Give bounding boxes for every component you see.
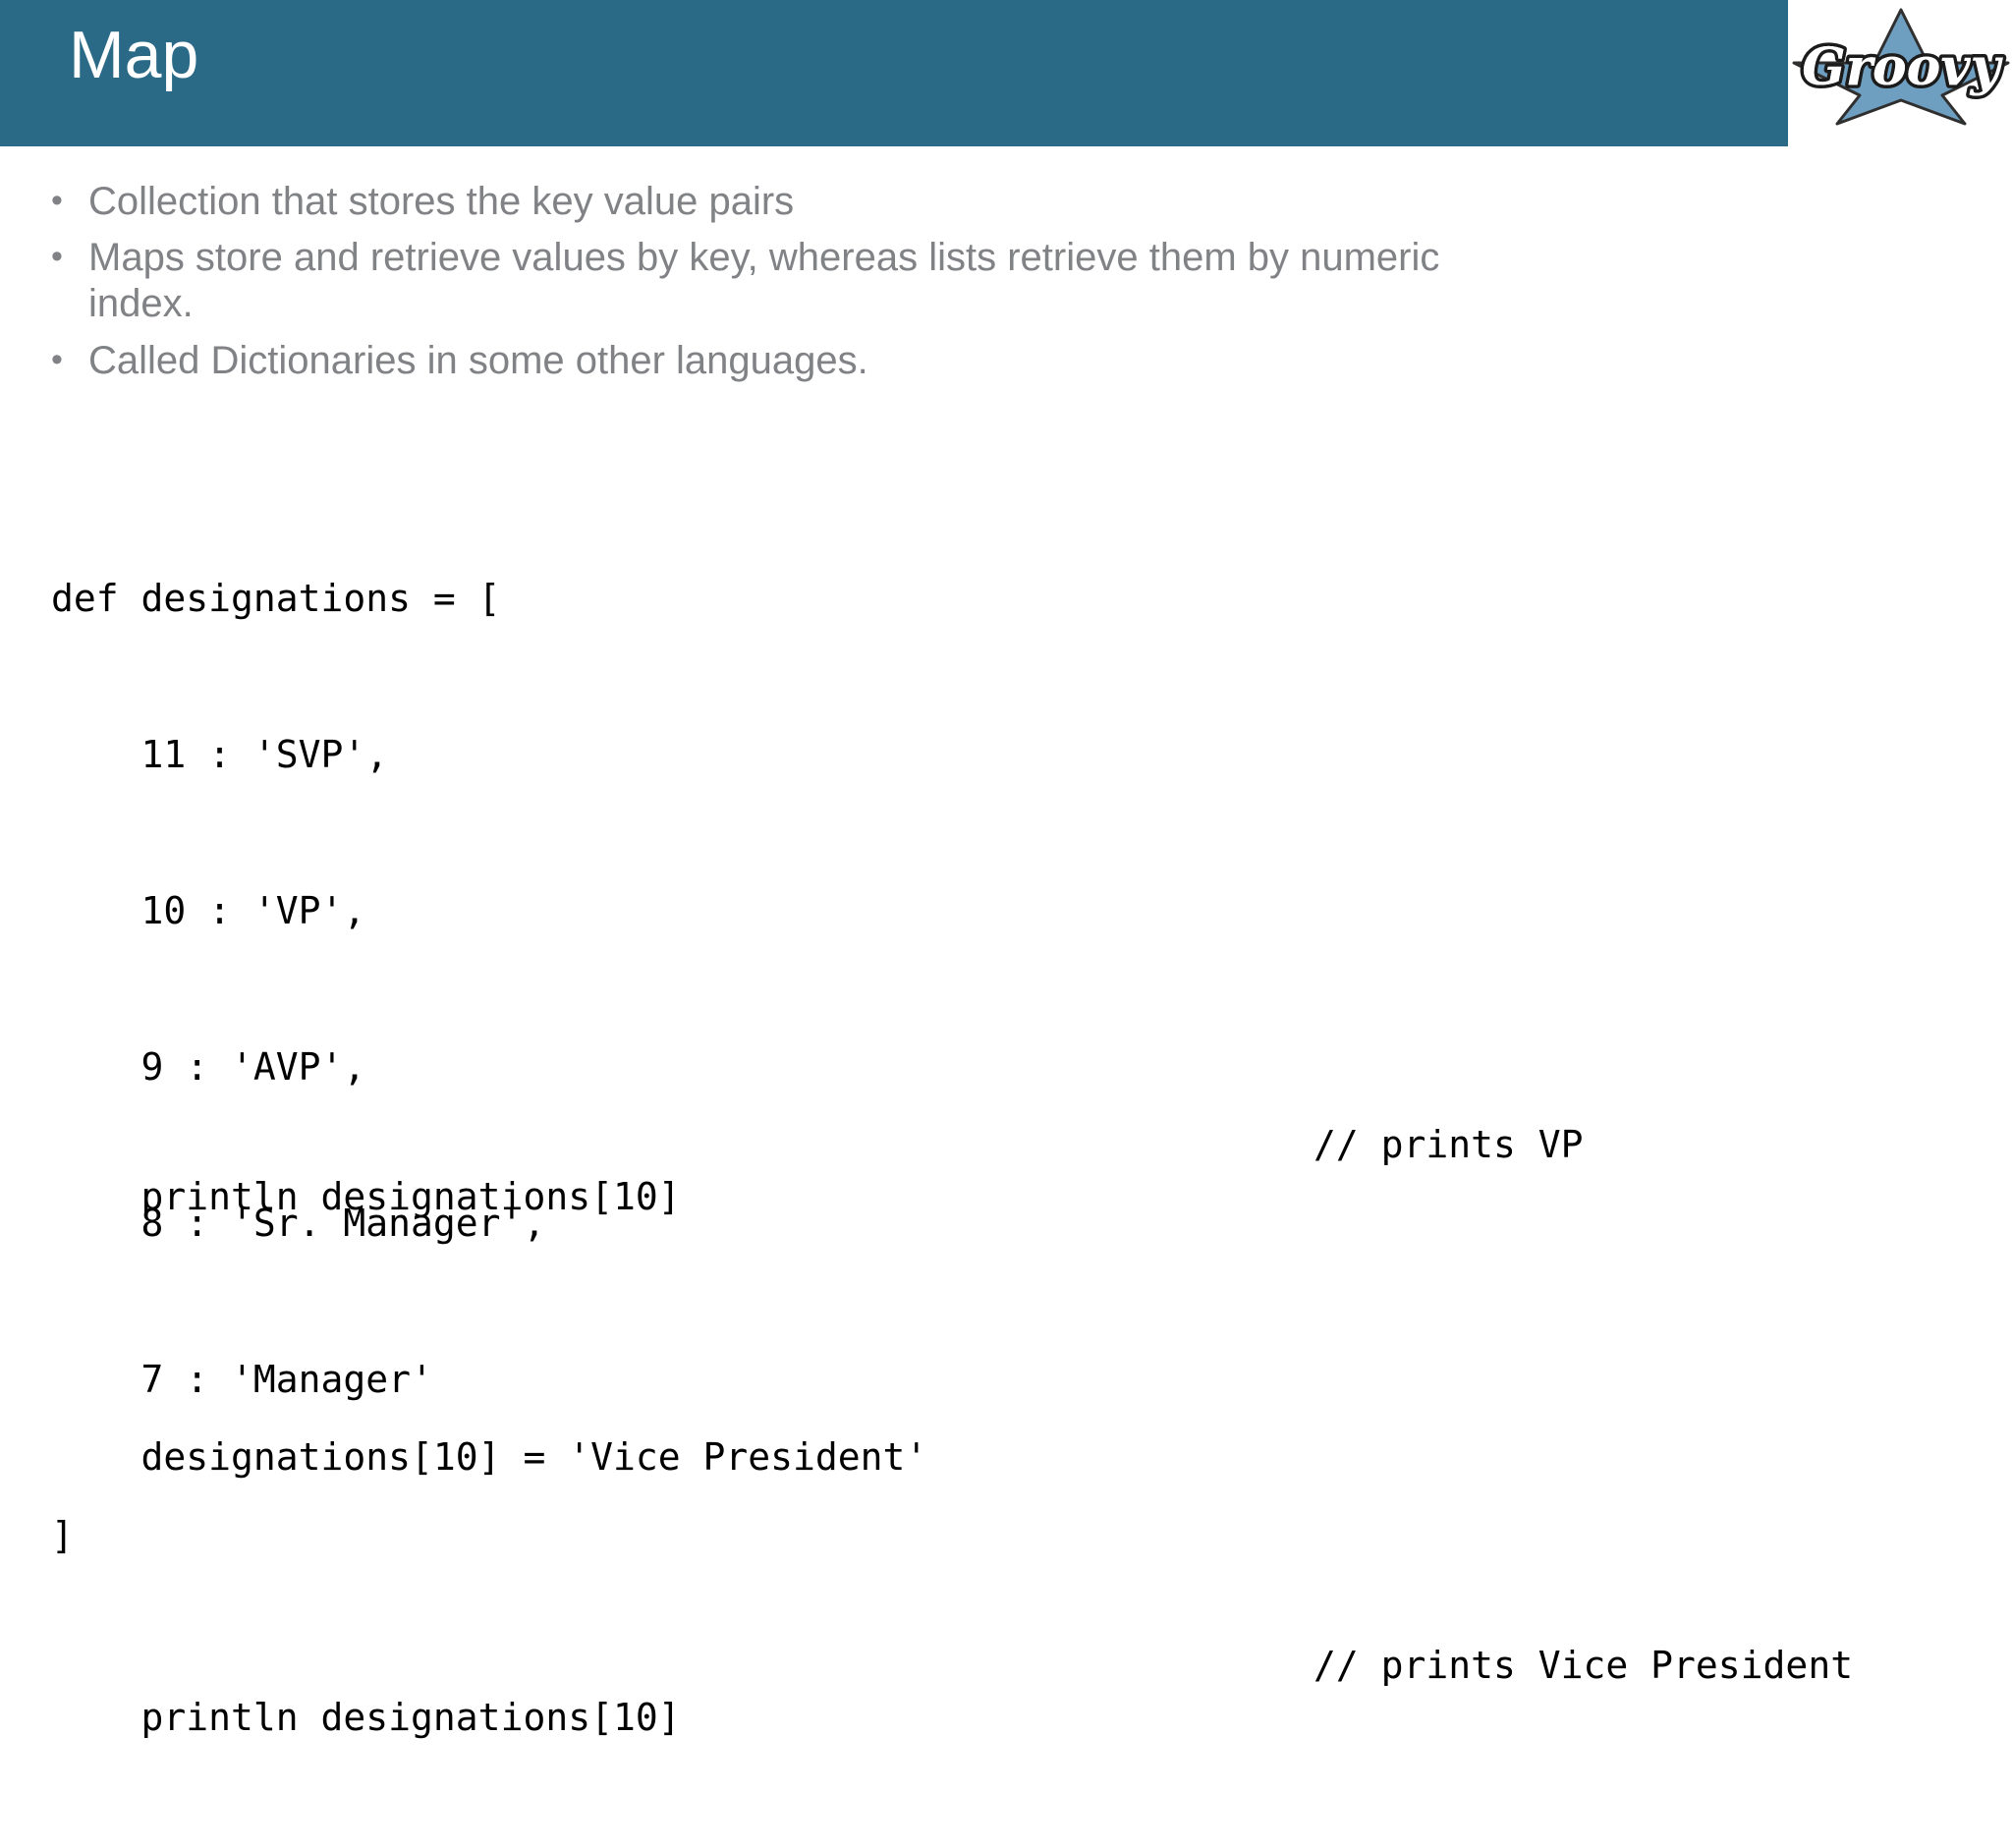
svg-text:Groovy: Groovy: [1802, 37, 2003, 97]
bullet-text: Collection that stores the key value pai…: [88, 180, 795, 223]
groovy-logo: Groovy Groovy: [1790, 2, 2012, 128]
code-statement: println designations[10]: [140, 1696, 681, 1739]
bullet-marker-icon: •: [51, 182, 63, 219]
bullet-marker-icon: •: [51, 340, 63, 378]
code-line: println designations[10] // prints Vice P…: [51, 1640, 2006, 1796]
code-line: 8 : 'Sr. Manager',: [51, 1202, 546, 1245]
code-block-map-literal: def designations = [ 11 : 'SVP', 10 : 'V…: [51, 469, 545, 1614]
list-item: • Collection that stores the key value p…: [51, 179, 1918, 225]
list-item: • Called Dictionaries in some other lang…: [51, 338, 1918, 384]
code-statement: designations[10] = 'Vice President': [140, 1435, 928, 1479]
code-block-map-usage: println designations[10] // prints VP des…: [51, 1015, 2006, 1848]
code-line: 11 : 'SVP',: [51, 733, 389, 776]
groovy-logo-icon: Groovy Groovy: [1792, 8, 2010, 126]
page-title: Map: [69, 18, 199, 92]
code-line: designations[10] = 'Vice President': [51, 1379, 2006, 1536]
code-comment: // prints Vice President: [1313, 1644, 1854, 1687]
code-statement: println designations[10]: [140, 1175, 681, 1218]
bullet-marker-icon: •: [51, 238, 63, 276]
bullet-text: Maps store and retrieve values by key, w…: [88, 236, 1440, 326]
bullet-list: • Collection that stores the key value p…: [51, 179, 1918, 394]
code-comment: // prints VP: [1313, 1123, 1584, 1166]
code-line: 9 : 'AVP',: [51, 1045, 366, 1089]
code-line: def designations = [: [51, 577, 501, 620]
svg-text:Groovy: Groovy: [1802, 37, 2003, 97]
code-line: println designations[10] // prints VP: [51, 1119, 2006, 1275]
code-line: 10 : 'VP',: [51, 889, 366, 932]
bullet-text: Called Dictionaries in some other langua…: [88, 338, 868, 382]
slide-header-bar: [0, 0, 1788, 146]
list-item: • Maps store and retrieve values by key,…: [51, 235, 1918, 327]
